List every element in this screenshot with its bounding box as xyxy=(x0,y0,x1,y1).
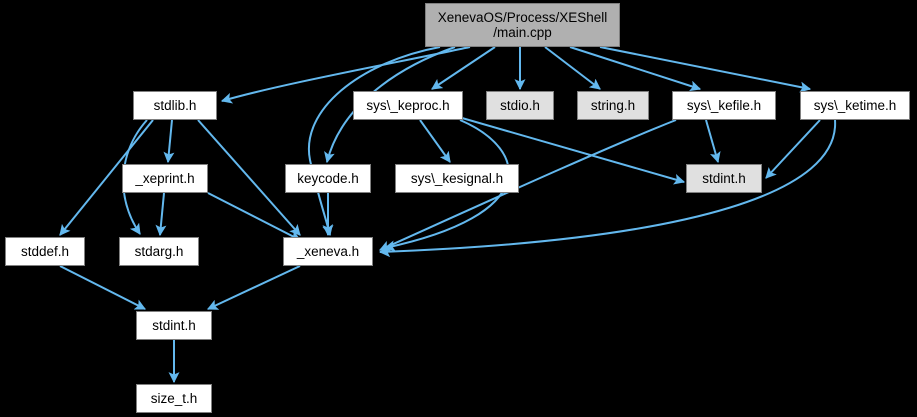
graph-node-string[interactable]: string.h xyxy=(577,91,649,120)
graph-node-label: stdio.h xyxy=(500,97,540,113)
edge-stdlib-to-xeprint xyxy=(163,119,175,164)
edge-xeneva-to-stdint_lo xyxy=(207,265,301,310)
graph-node-main[interactable]: XenevaOS/Process/XEShell /main.cpp xyxy=(425,3,620,47)
graph-node-label: stdint.h xyxy=(152,317,196,333)
edge-xeprint-to-xeneva xyxy=(207,192,301,241)
edge-stddef-to-stdint_lo xyxy=(59,265,146,310)
graph-node-ketime[interactable]: sys\_ketime.h xyxy=(800,91,910,120)
graph-node-stddef[interactable]: stddef.h xyxy=(5,237,85,266)
graph-node-label: sys\_kesignal.h xyxy=(410,170,504,186)
edge-ketime-to-xeneva xyxy=(378,119,837,258)
graph-node-label: _xeprint.h xyxy=(135,170,195,186)
edge-kefile-to-stdint_up xyxy=(705,119,721,164)
edge-keproc-to-kesignal xyxy=(419,119,451,163)
graph-node-xeprint[interactable]: _xeprint.h xyxy=(122,164,208,193)
edge-stdlib-to-xeneva xyxy=(197,119,301,236)
graph-node-label: size_t.h xyxy=(150,390,198,406)
edge-kefile-to-xeneva xyxy=(378,119,677,251)
graph-node-label: stdlib.h xyxy=(153,97,197,113)
graph-node-keycode[interactable]: keycode.h xyxy=(285,164,371,193)
graph-node-kesignal[interactable]: sys\_kesignal.h xyxy=(395,164,519,193)
edge-main-to-ketime xyxy=(599,46,812,93)
graph-node-stdarg[interactable]: stdarg.h xyxy=(119,237,199,266)
edge-main-to-keproc xyxy=(431,46,496,90)
graph-node-label: sys\_kefile.h xyxy=(686,97,762,113)
graph-node-keproc[interactable]: sys\_keproc.h xyxy=(353,91,463,120)
graph-node-label: _xeneva.h xyxy=(296,243,360,259)
edge-main-to-kefile xyxy=(569,46,702,92)
edge-main-to-string xyxy=(544,46,601,90)
graph-node-label: string.h xyxy=(590,97,636,113)
graph-node-size_t[interactable]: size_t.h xyxy=(136,384,212,413)
graph-node-stdint_lo[interactable]: stdint.h xyxy=(136,311,212,340)
graph-node-label: keycode.h xyxy=(297,170,359,186)
edge-stdlib-to-stddef xyxy=(59,119,154,236)
graph-node-xeneva[interactable]: _xeneva.h xyxy=(283,237,373,266)
graph-node-label: sys\_keproc.h xyxy=(366,97,450,113)
graph-node-kefile[interactable]: sys\_kefile.h xyxy=(672,91,776,120)
graph-node-stdio[interactable]: stdio.h xyxy=(486,91,554,120)
edge-keproc-to-stdint_up xyxy=(461,117,686,185)
graph-node-stdlib[interactable]: stdlib.h xyxy=(133,91,217,120)
graph-node-label: stdarg.h xyxy=(134,243,184,259)
graph-node-label: stddef.h xyxy=(20,243,70,259)
graph-node-label: stdint.h xyxy=(702,170,746,186)
graph-node-label: XenevaOS/Process/XEShell /main.cpp xyxy=(437,9,608,41)
edge-ketime-to-stdint_up xyxy=(765,119,821,179)
graph-node-label: sys\_ketime.h xyxy=(813,97,897,113)
edge-main-to-xeneva xyxy=(307,46,441,237)
graph-node-stdint_up[interactable]: stdint.h xyxy=(686,164,762,193)
edge-xeprint-to-stdarg xyxy=(155,192,167,237)
